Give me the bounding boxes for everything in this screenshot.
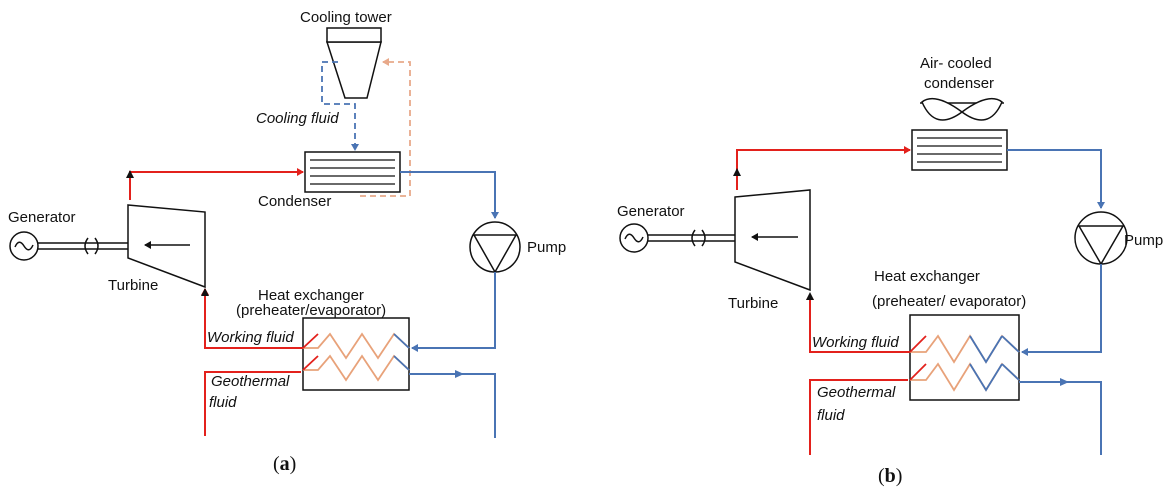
cooling-tower-icon [325, 27, 382, 99]
cooling-return-line [360, 58, 411, 197]
geothermal-in-line-b [809, 379, 908, 455]
pump-icon [1074, 211, 1128, 266]
turbine-b-label: Turbine [728, 295, 778, 312]
turbine-label: Turbine [108, 277, 158, 294]
fan-icon [920, 97, 1004, 121]
pump-b-label: Pump [1124, 232, 1163, 249]
hx-label-1: Heat exchanger [258, 287, 364, 304]
condenser-b-label-1: Air- cooled [920, 55, 992, 72]
hx-b-label-2: (preheater/ evaporator) [872, 293, 1026, 310]
condensate-line-b [1007, 149, 1105, 209]
geothermal-b-label-2: fluid [817, 407, 845, 424]
caption-b-close: ) [896, 465, 903, 487]
turbine-icon [734, 189, 811, 292]
working-fluid-line [201, 288, 303, 349]
svg-text:(a): (a) [273, 453, 296, 475]
geothermal-out-line-b [1019, 381, 1102, 455]
pump-icon [469, 221, 521, 274]
pump-label: Pump [527, 239, 566, 256]
condenser-label: Condenser [258, 193, 331, 210]
panel-b: Air- cooled condenser Pump Turbine [617, 55, 1163, 487]
generator-label: Generator [8, 209, 76, 226]
caption-a-open: ( [273, 453, 280, 475]
caption-a-close: ) [290, 453, 297, 475]
turbine-exhaust-line-b [736, 146, 911, 190]
geothermal-in-line [204, 371, 301, 436]
condenser-icon [304, 151, 401, 193]
cooling-fluid-line [321, 61, 359, 151]
shaft-icon [38, 237, 128, 255]
geothermal-label-1: Geothermal [211, 373, 290, 390]
condenser-icon [911, 129, 1008, 171]
working-fluid-label: Working fluid [207, 329, 294, 346]
cooling-tower-label: Cooling tower [300, 9, 392, 26]
turbine-icon [127, 204, 206, 289]
condensate-line [400, 171, 499, 219]
condenser-b-label-2: condenser [924, 75, 994, 92]
geothermal-label-2: fluid [209, 394, 237, 411]
generator-icon [9, 231, 39, 261]
svg-text:(b): (b) [878, 465, 902, 487]
generator-b-label: Generator [617, 203, 685, 220]
caption-b-letter: b [885, 465, 896, 487]
working-fluid-b-label: Working fluid [812, 334, 899, 351]
hx-b-label-1: Heat exchanger [874, 268, 980, 285]
pump-out-line [411, 272, 496, 352]
panel-a: Cooling tower Cooling fluid Condenser Pu… [8, 9, 566, 475]
cooling-fluid-label: Cooling fluid [256, 110, 339, 127]
generator-icon [619, 223, 649, 253]
heat-exchanger-icon [302, 317, 410, 391]
geothermal-out-line [409, 373, 496, 438]
hx-label-2: (preheater/evaporator) [236, 302, 386, 319]
heat-exchanger-icon [909, 314, 1020, 401]
shaft-icon [648, 229, 735, 247]
working-fluid-line-b [806, 293, 910, 353]
pump-out-line-b [1021, 264, 1102, 356]
geothermal-b-label-1: Geothermal [817, 384, 896, 401]
caption-b-open: ( [878, 465, 885, 487]
caption-a-letter: a [280, 453, 290, 475]
